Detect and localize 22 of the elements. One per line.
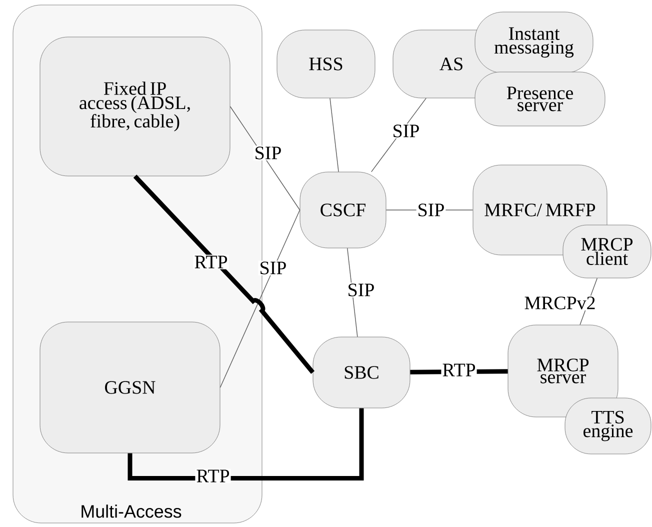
- edge-label: RTP: [441, 362, 477, 378]
- connector-line: [330, 98, 339, 172]
- edge-label: SIP: [391, 124, 421, 138]
- connector-line: [220, 210, 300, 388]
- edge-label: RTP: [193, 254, 229, 270]
- rounded-box: HSS: [276, 30, 376, 98]
- edge-label: SIP: [258, 260, 288, 276]
- edge-label: SIP: [346, 282, 376, 298]
- rounded-box: Instant messaging: [474, 12, 594, 74]
- rounded-box: GGSN: [40, 322, 220, 454]
- rounded-box: TTS engine: [564, 398, 652, 454]
- edge-label: RTP: [195, 468, 231, 484]
- edge-label: SIP: [253, 146, 283, 160]
- rounded-box: CSCF: [300, 172, 386, 248]
- rounded-box: Presence server: [474, 72, 606, 126]
- rounded-box: MRCP client: [562, 224, 652, 278]
- connector-line: [133, 174, 315, 374]
- edge-label: SIP: [416, 202, 446, 218]
- edge-label: MRCPv2: [523, 296, 597, 310]
- rounded-box: Fixed IP access (ADSL, fibre, cable): [40, 36, 230, 176]
- rounded-box: SBC: [312, 336, 410, 408]
- connector-line: [128, 408, 364, 480]
